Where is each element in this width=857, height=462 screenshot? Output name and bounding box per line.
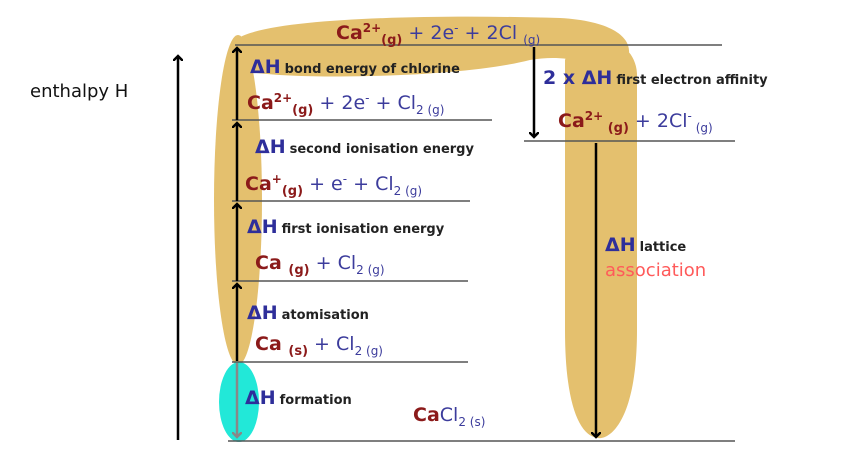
step-label: first ionisation energy [281,222,445,237]
formula-part: + Cl [309,252,357,274]
formula-part: 2+ [362,21,382,35]
formula-part: + 2Cl [458,22,524,44]
formula-part: + [271,172,282,186]
formula-part: Ca [255,252,289,274]
step-label: formation [279,393,352,408]
formula-part: - [365,91,370,105]
formula-part: 2 (s) [458,415,486,429]
formula-part: (g) [523,33,541,47]
formula-part: Ca [558,110,585,132]
delta-h: ΔH [245,387,276,409]
species-after-bond: Ca2+(g) + 2e- + Cl2 (g) [247,92,444,117]
formula-part: (g) [288,263,310,278]
formula-part: (g) [281,184,304,199]
formula-part: Ca [336,22,363,44]
formula-part: (g) [292,103,314,118]
formula-part: 2+ [273,91,293,105]
delta-h: ΔH [250,56,281,78]
formula-part: + 2e [313,92,366,114]
formula-part: 2 (g) [416,103,445,117]
formula-part: 2 (g) [354,344,383,358]
highlight-blobs [214,16,638,439]
formula-part: + Cl [347,173,394,195]
formula-part: Ca [413,404,440,426]
right-highlight [565,39,638,439]
top-highlight [232,16,630,77]
formula-part: + e [303,173,343,195]
delta-h: ΔH [247,302,278,324]
formula-part: + 2Cl [628,110,688,132]
species-top: Ca2+(g) + 2e- + 2Cl (g) [336,22,540,47]
step-label: bond energy of chlorine [284,62,460,77]
energy-levels [228,44,735,442]
formula-part: (g) [603,121,629,136]
multiplier: 2 x [543,67,582,89]
formation-highlight [219,362,259,442]
formula-part: (g) [381,33,403,48]
formula-part: (s) [288,344,309,359]
delta-h: ΔH [255,136,286,158]
delta-h: ΔH [581,67,613,89]
species-after-second-ie: Ca+(g) + e- + Cl2 (g) [245,173,422,198]
axis-label: enthalpy H [30,81,129,102]
step-label: lattice [639,240,687,255]
species-product: CaCl2 (s) [413,404,486,429]
delta-h: ΔH [605,234,636,256]
formula-part: 2+ [584,109,604,123]
formula-part: Ca [245,173,272,195]
formula-part: - [454,21,459,35]
lattice-association-label: association [605,260,707,281]
formula-part: Ca [255,333,289,355]
formula-part: 2 (g) [356,263,385,277]
formula-part: Ca [247,92,274,114]
step-label: second ionisation energy [289,142,474,157]
formula-part: 2 (g) [393,184,423,198]
formula-part: - [687,109,692,123]
species-elements: Ca (s) + Cl2 (g) [255,333,383,359]
species-after-first-ie: Ca (g) + Cl2 (g) [255,252,385,278]
formula-part: Cl [439,404,459,426]
step-label: atomisation [281,308,369,323]
formula-part: + Cl [308,333,355,355]
formula-part: (g) [691,121,713,135]
delta-h: ΔH [247,216,278,238]
step-label: first electron affinity [616,73,768,88]
formula-part: + Cl [369,92,417,114]
formula-part: + 2e [402,22,455,44]
species-ions: Ca2+ (g) + 2Cl- (g) [558,110,713,135]
formula-part: - [342,172,348,186]
